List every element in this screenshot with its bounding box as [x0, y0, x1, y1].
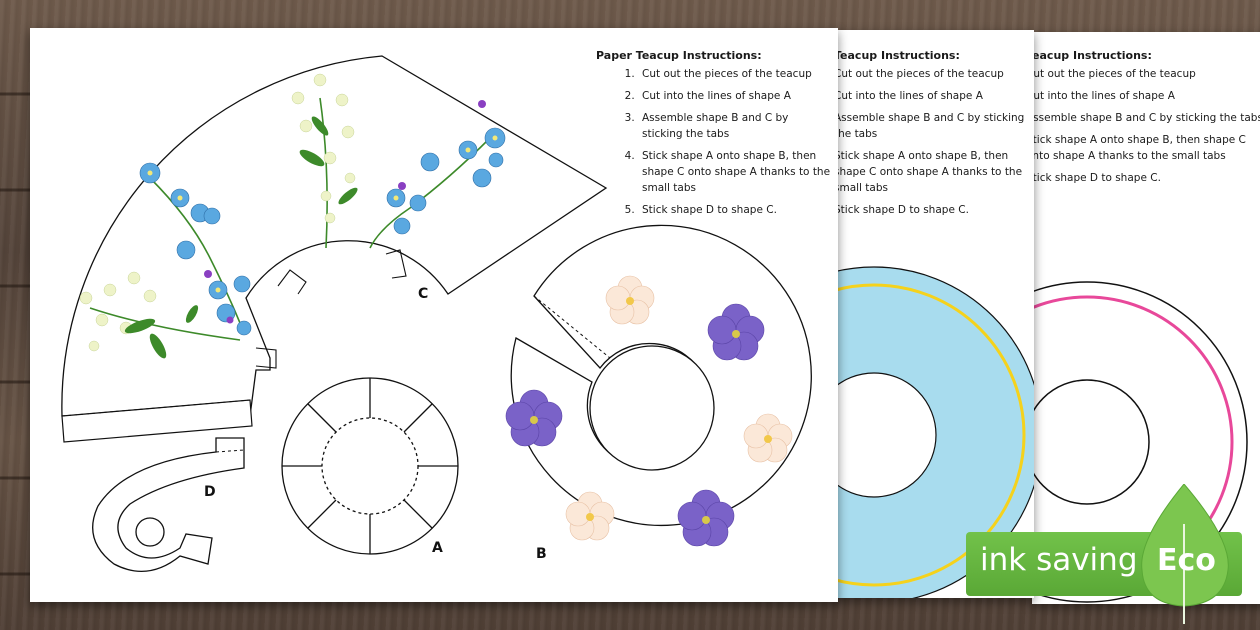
step-4: Stick shape A onto shape B, then shape C…: [638, 148, 832, 196]
shape-c-label: C: [418, 286, 429, 302]
step-2: Cut into the lines of shape A: [834, 90, 983, 102]
worksheet-page-1: C D A B Paper Teacup Instructions: Cut o…: [30, 28, 838, 602]
step-3: Assemble shape B and C by sticking the t…: [638, 110, 832, 142]
shape-a-label: A: [432, 540, 443, 556]
step-4: Stick shape A onto shape B, then shape C…: [834, 150, 1023, 194]
step-1: Cut out the pieces of the teacup: [1032, 68, 1196, 80]
worksheet-page-3: Teacup Instructions: Cut out the pieces …: [1032, 32, 1260, 604]
step-3: Assemble shape B and C by sticking the t…: [834, 112, 1025, 140]
step-3: Assemble shape B and C by sticking the t…: [1032, 112, 1260, 124]
instructions-title: Teacup Instructions:: [1032, 49, 1152, 62]
step-5: Stick shape D to shape C.: [834, 204, 969, 216]
worksheet-page-2: Teacup Instructions: Cut out the pieces …: [834, 30, 1034, 598]
instructions: Teacup Instructions: Cut out the pieces …: [1032, 48, 1260, 192]
step-1: Cut out the pieces of the teacup: [834, 68, 1004, 80]
step-2: Cut into the lines of shape A: [1032, 90, 1175, 102]
eco-leaf-icon: [1141, 484, 1229, 624]
step-5: Stick shape D to shape C.: [1032, 172, 1161, 184]
forget-me-not-flowers: [79, 73, 506, 359]
shape-a-outline: [281, 377, 459, 555]
instructions: Teacup Instructions: Cut out the pieces …: [834, 48, 1034, 224]
step-4: Stick shape A onto shape B, then shape C…: [1032, 134, 1246, 162]
step-5: Stick shape D to shape C.: [638, 202, 832, 218]
step-2: Cut into the lines of shape A: [638, 88, 832, 104]
shape-d-label: D: [204, 484, 216, 500]
instructions-title: Paper Teacup Instructions:: [596, 49, 762, 62]
teacup-template-drawing: [61, 55, 812, 572]
instructions: Paper Teacup Instructions: Cut out the p…: [596, 48, 832, 224]
instructions-title: Teacup Instructions:: [834, 49, 960, 62]
step-1: Cut out the pieces of the teacup: [638, 66, 832, 82]
shape-b-flowers: [505, 275, 793, 547]
saucer-blue-drawing: [834, 266, 1034, 598]
eco-label: Eco: [1157, 543, 1216, 578]
ink-saving-text: ink saving: [980, 542, 1138, 578]
shape-b-label: B: [536, 546, 547, 562]
shape-d-outline: [92, 437, 245, 572]
